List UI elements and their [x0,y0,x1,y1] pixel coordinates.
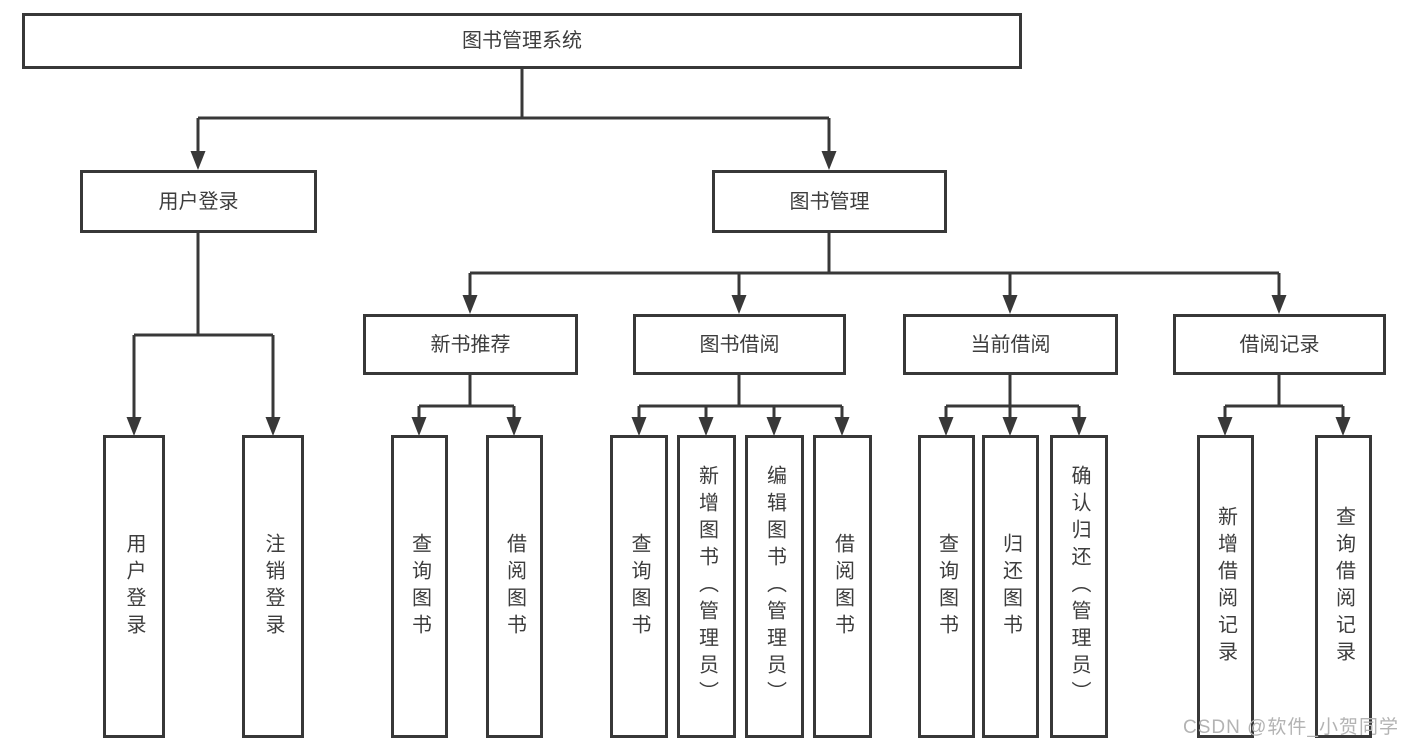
node-book-borrowing: 图书借阅 [633,314,846,375]
node-user-login-branch: 用户登录 [80,170,317,233]
leaf-query-books-recommend: 查询图书 [391,435,448,738]
tree-edges [132,68,1345,418]
leaf-query-books-borrowing: 查询图书 [610,435,668,738]
leaf-confirm-return-admin: 确认归还（管理员） [1050,435,1108,738]
csdn-watermark: CSDN @软件_小贺同学 [1183,717,1399,738]
leaf-query-books-current: 查询图书 [918,435,975,738]
leaf-edit-books-admin: 编辑图书（管理员） [745,435,804,738]
node-current-borrowing: 当前借阅 [903,314,1118,375]
leaf-return-books: 归还图书 [982,435,1039,738]
leaf-borrow-books-recommend: 借阅图书 [486,435,543,738]
node-new-book-recommend: 新书推荐 [363,314,578,375]
node-borrowing-records: 借阅记录 [1173,314,1386,375]
leaf-user-login: 用户登录 [103,435,165,738]
leaf-query-borrow-record: 查询借阅记录 [1315,435,1372,738]
leaf-add-books-admin: 新增图书（管理员） [677,435,736,738]
node-root-library-system: 图书管理系统 [22,13,1022,69]
leaf-add-borrow-record: 新增借阅记录 [1197,435,1254,738]
node-book-management-branch: 图书管理 [712,170,947,233]
leaf-logout: 注销登录 [242,435,304,738]
arrowheads [126,151,1351,436]
leaf-borrow-books: 借阅图书 [813,435,872,738]
